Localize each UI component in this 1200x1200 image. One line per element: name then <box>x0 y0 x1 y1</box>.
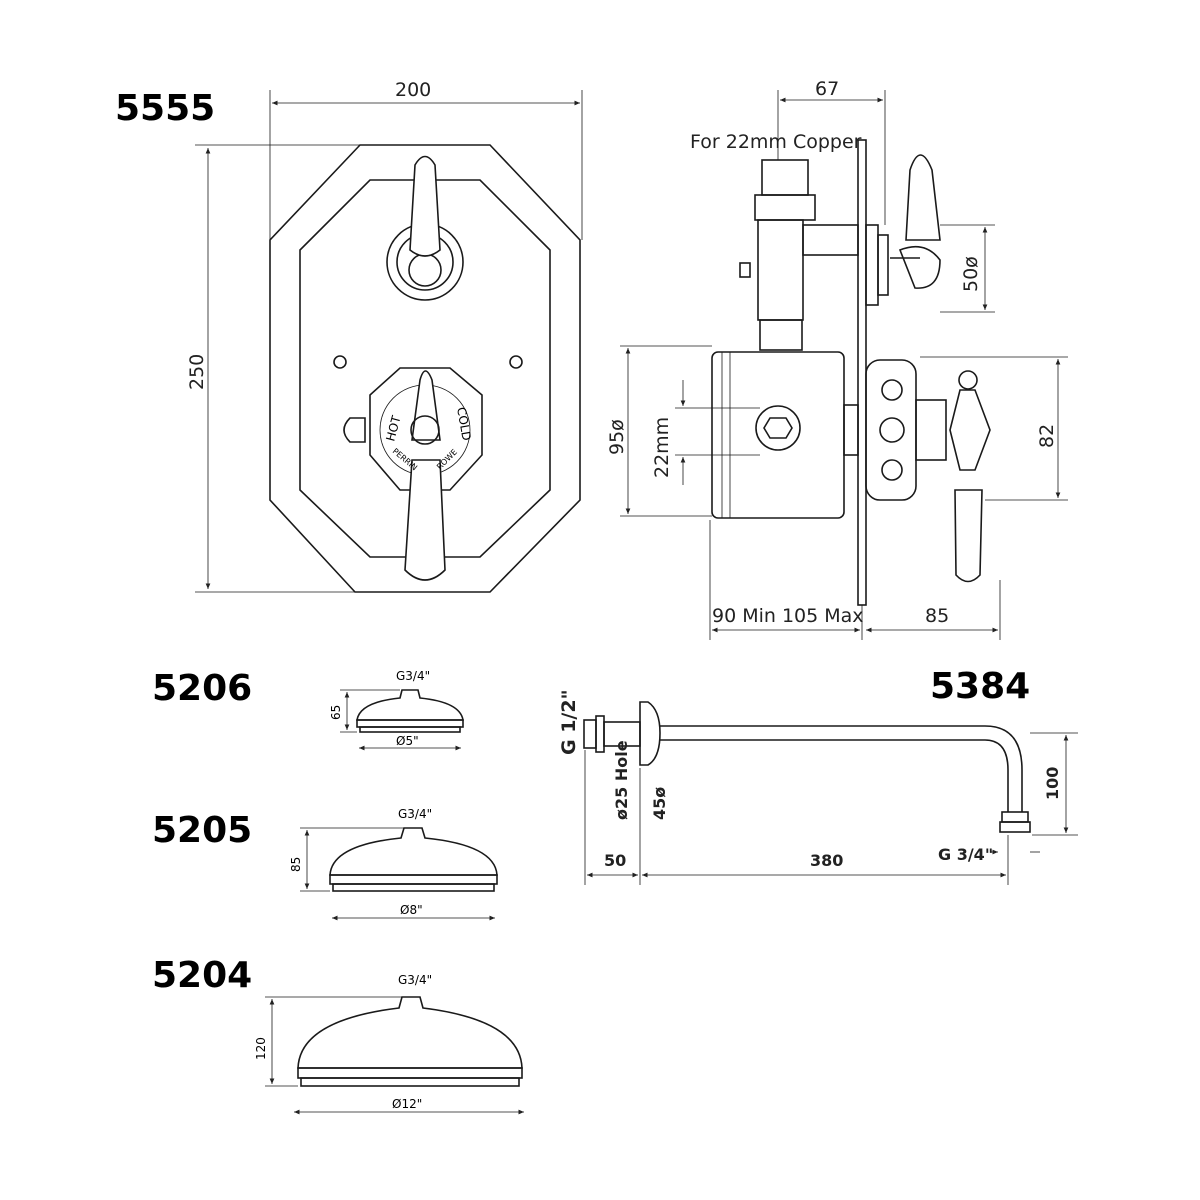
arm-hole: ø25 Hole <box>612 740 631 820</box>
arm-wall-length: 50 <box>604 851 626 870</box>
thread-5204: G3/4" <box>398 973 432 987</box>
dim-height: 250 <box>186 354 208 390</box>
dial-cold: COLD <box>454 406 474 442</box>
product-code-5384: 5384 <box>930 666 1030 707</box>
faceplate-outer <box>269 144 581 593</box>
valve-front-view: 5555 200 250 HOT COLD PERRIN ROWE <box>115 79 583 593</box>
product-code-5204: 5204 <box>152 955 252 996</box>
dim-handle-projection: 85 <box>925 605 949 627</box>
diameter-5205: Ø8" <box>400 903 423 917</box>
product-code-5205: 5205 <box>152 810 252 851</box>
arm-drop: 100 <box>1043 767 1062 800</box>
dim-handle-height: 82 <box>1036 424 1058 448</box>
product-code-5555: 5555 <box>115 88 215 129</box>
diameter-5206: Ø5" <box>396 734 419 748</box>
dial-hot: HOT <box>383 414 403 443</box>
shower-arm-5384: 5384 G 1/2" ø25 Hole 45ø 50 380 100 G 3/… <box>558 666 1078 885</box>
arm-length: 380 <box>810 851 843 870</box>
height-5205: 85 <box>289 857 303 872</box>
top-lever-handle <box>409 155 441 257</box>
diameter-5204: Ø12" <box>392 1097 422 1111</box>
thread-5206: G3/4" <box>396 669 430 683</box>
dim-escutcheon: 50ø <box>960 256 982 292</box>
arm-inlet-thread: G 1/2" <box>558 690 580 756</box>
wall-plate <box>857 139 867 606</box>
copper-note: For 22mm Copper <box>690 131 862 153</box>
shower-head-5204: 5204 G3/4" 120 Ø12" <box>152 955 524 1115</box>
dim-wall-depth: 90 Min 105 Max <box>712 605 864 627</box>
shower-head-5206: 5206 G3/4" 65 Ø5" <box>152 668 464 751</box>
thermostat-dial <box>369 367 483 491</box>
valve-body <box>711 351 845 519</box>
arm-flange-dia: 45ø <box>650 787 669 820</box>
arm-outlet-thread: G 3/4" <box>938 845 993 864</box>
faceplate-inner <box>299 179 551 558</box>
thread-5205: G3/4" <box>398 807 432 821</box>
dim-body-diameter: 95ø <box>606 419 628 455</box>
wall-flange <box>639 701 661 766</box>
valve-side-view: 67 For 22mm Copper 50ø 95ø 22mm 82 90 Mi… <box>606 78 1068 640</box>
arm-pipe <box>660 725 1023 812</box>
bottom-lever-handle <box>404 459 446 581</box>
dim-width: 200 <box>395 79 431 101</box>
height-5204: 120 <box>254 1037 268 1060</box>
dim-inlet: 22mm <box>651 417 673 478</box>
product-code-5206: 5206 <box>152 668 252 709</box>
shower-head-5205: 5205 G3/4" 85 Ø8" <box>152 807 498 921</box>
dim-handle-depth: 67 <box>815 78 839 100</box>
height-5206: 65 <box>329 705 343 720</box>
